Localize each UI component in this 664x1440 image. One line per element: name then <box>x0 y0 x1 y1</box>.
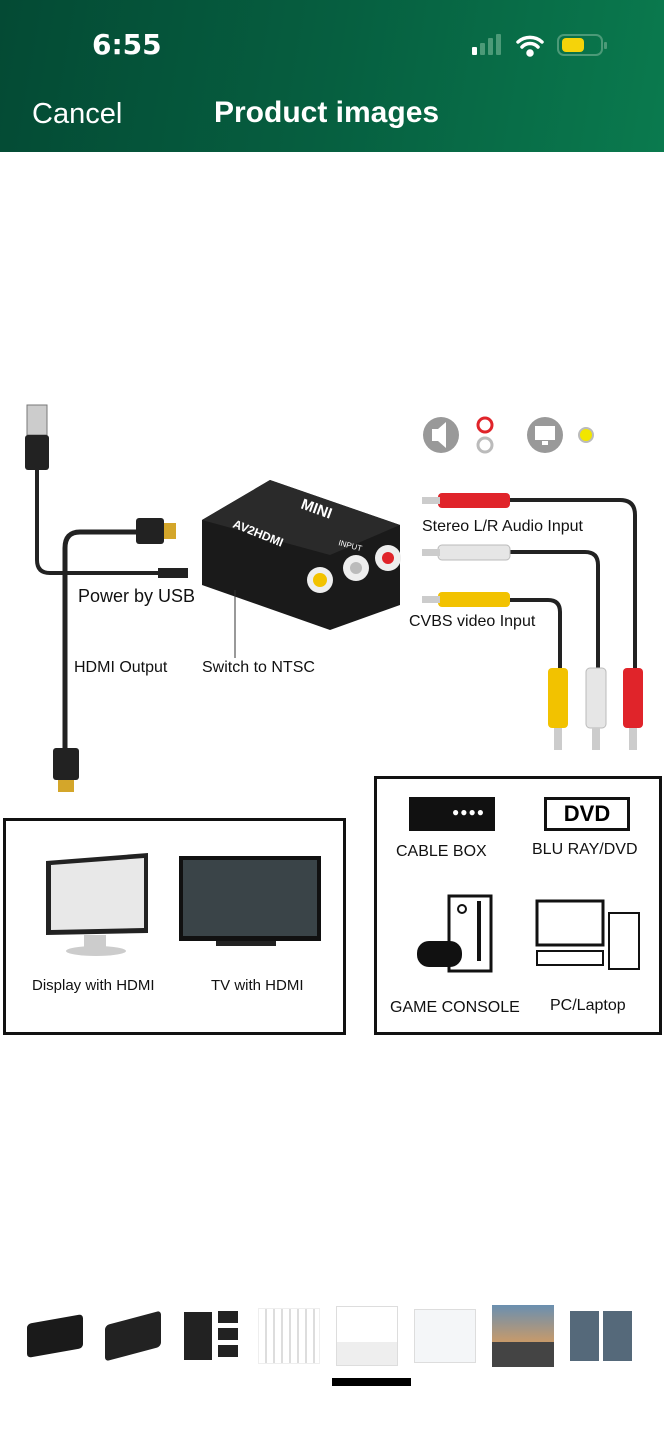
rca-cables <box>510 498 637 670</box>
source-item: PC/Laptop <box>550 997 626 1014</box>
cellular-signal-icon <box>472 34 501 55</box>
thumbnail-7[interactable] <box>490 1304 556 1368</box>
battery-icon <box>557 34 607 56</box>
nav-header: 6:55 Cancel Product images <box>0 0 664 152</box>
game-console-icon <box>417 894 493 973</box>
thumbnail-4[interactable] <box>256 1304 322 1368</box>
thumbnail-3[interactable] <box>178 1304 244 1368</box>
monitor-icon <box>46 853 148 956</box>
output-devices-box: Display with HDMI TV with HDMI <box>3 818 346 1035</box>
label-video-input: CVBS video Input <box>409 613 536 630</box>
hdmi-plug-icon <box>136 518 176 544</box>
source-devices-box: ●●●● DVD CABLE BOX BLU RAY/DVD GAME CONS… <box>374 776 662 1035</box>
cancel-button[interactable]: Cancel <box>32 98 123 130</box>
page-title: Product images <box>214 96 440 129</box>
source-item: GAME CONSOLE <box>390 999 520 1016</box>
status-icons <box>472 34 607 57</box>
product-diagram: MINI AV2HDMI INPUT <box>25 404 643 792</box>
adapter-device <box>202 480 401 630</box>
thumbnail-8[interactable] <box>568 1304 634 1368</box>
label-power: Power by USB <box>78 586 196 606</box>
pc-icon <box>535 899 640 970</box>
selected-thumbnail-indicator <box>332 1378 411 1386</box>
source-item: CABLE BOX <box>396 843 487 860</box>
cable-box-icon: ●●●● <box>409 797 495 831</box>
wifi-icon <box>516 35 544 57</box>
output-item: Display with HDMI <box>32 977 155 994</box>
status-time: 6:55 <box>92 28 162 61</box>
thumbnail-6[interactable] <box>412 1304 478 1368</box>
label-audio-input: Stereo L/R Audio Input <box>422 518 583 535</box>
monitor-icon <box>527 417 563 453</box>
tv-icon <box>179 856 321 946</box>
label-hdmi-output: HDMI Output <box>74 659 168 676</box>
speaker-icon <box>423 417 459 453</box>
label-switch: Switch to NTSC <box>202 659 315 676</box>
thumbnail-2[interactable] <box>100 1304 166 1368</box>
thumbnail-5-selected[interactable] <box>334 1304 400 1368</box>
usb-plug-icon <box>25 404 49 470</box>
source-item: BLU RAY/DVD <box>532 841 638 858</box>
thumbnail-1[interactable] <box>22 1304 88 1368</box>
product-image[interactable]: MINI AV2HDMI INPUT Power by USB HDMI Out… <box>0 390 664 1040</box>
hdmi-plug-icon <box>53 748 79 792</box>
thumbnail-strip <box>22 1304 642 1368</box>
output-item: TV with HDMI <box>211 977 304 994</box>
dvd-logo: DVD <box>544 797 630 831</box>
